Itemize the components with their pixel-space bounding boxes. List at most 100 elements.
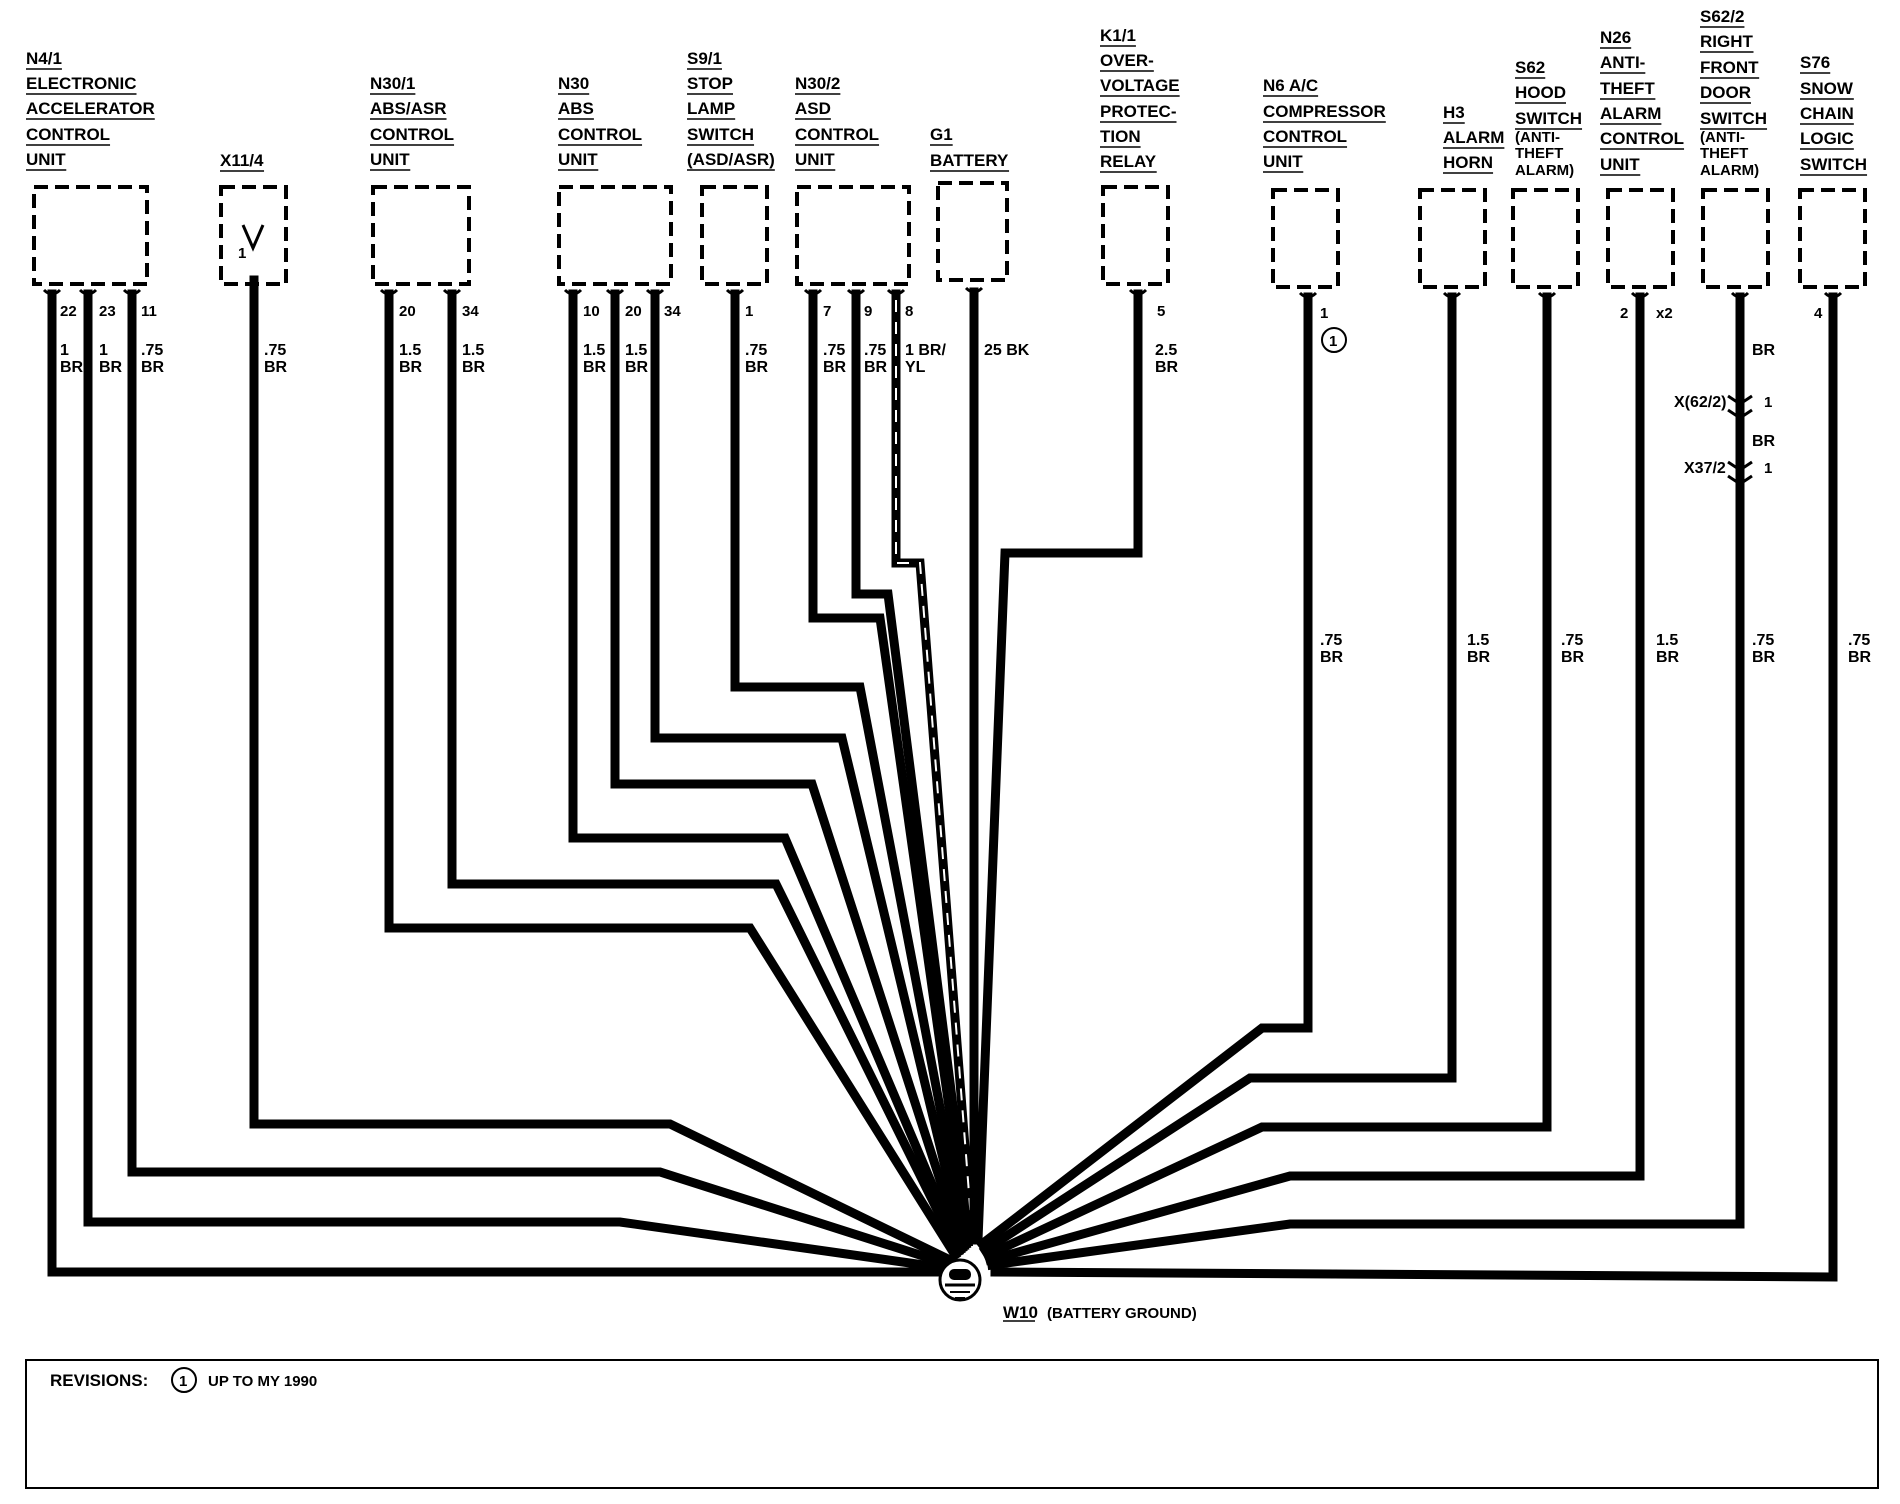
- terminal-mark: [803, 288, 823, 296]
- terminal-mark: [605, 288, 625, 296]
- wire-gauge: .75: [1320, 632, 1342, 649]
- x11-4-pin: 1: [238, 245, 246, 262]
- s62-line-3: SWITCH: [1515, 109, 1582, 128]
- n30-1-line-4: UNIT: [370, 150, 410, 169]
- n30-2-line-2: ASD: [795, 99, 831, 118]
- h3-line-2: ALARM: [1443, 128, 1504, 147]
- pin-label: 20: [399, 303, 416, 320]
- wire-color: BR: [399, 359, 423, 376]
- wire-gauge: .75: [864, 342, 886, 359]
- n6-line-2: COMPRESSOR: [1263, 102, 1386, 121]
- terminal-mark: [1128, 288, 1148, 296]
- s62-sub-2: THEFT: [1515, 145, 1563, 162]
- wire-gauge: .75: [1752, 632, 1774, 649]
- n4-1-line-3: ACCELERATOR: [26, 99, 155, 118]
- wire-gauge: 1 BR/: [905, 342, 946, 359]
- revisions-panel: REVISIONS: 1 UP TO MY 1990: [25, 1359, 1879, 1489]
- terminal-mark: [725, 288, 745, 296]
- revisions-title: REVISIONS:: [50, 1371, 148, 1390]
- n30-2-line-4: UNIT: [795, 150, 835, 169]
- s9-1-line-3: LAMP: [687, 99, 735, 118]
- n30-1-line-1: N30/1: [370, 74, 415, 93]
- component-k1-1-label: K1/1 OVER- VOLTAGE PROTEC- TION RELAY: [1100, 26, 1180, 173]
- revision-marker-number: 1: [1329, 333, 1337, 350]
- pin-label: 2: [1620, 305, 1628, 322]
- s62-sub-1: (ANTI-: [1515, 129, 1560, 146]
- pin-labels: 22 23 11 20 34 10 20 34 1 7 9 8 5 1 2 x2…: [60, 303, 1823, 322]
- wire-n26: [984, 292, 1645, 1266]
- terminal-mark: [1298, 291, 1318, 299]
- wire-s9-1: [730, 289, 972, 1250]
- connector-icon: [1727, 394, 1753, 420]
- n26-box: [1606, 188, 1675, 289]
- k1-1-box: [1101, 185, 1170, 286]
- wire-color: BR: [1320, 649, 1344, 666]
- s9-1-box: [700, 185, 769, 286]
- pin-label: 7: [823, 303, 831, 320]
- terminal-mark: [1442, 291, 1462, 299]
- n30-1-line-3: CONTROL: [370, 125, 454, 144]
- wire-gauge: .75: [745, 342, 767, 359]
- n26-line-6: UNIT: [1600, 155, 1640, 174]
- wire-color: BR: [1752, 433, 1776, 450]
- k1-1-line-3: VOLTAGE: [1100, 76, 1180, 95]
- wire-color: BR: [1752, 342, 1776, 359]
- component-n4-1-label: N4/1 ELECTRONIC ACCELERATOR CONTROL UNIT: [26, 49, 155, 171]
- pin-label: 5: [1157, 303, 1165, 320]
- terminal-mark: [964, 286, 984, 294]
- connector-x62-2-pin: 1: [1764, 394, 1772, 411]
- component-s62-label: S62 HOOD SWITCH (ANTI- THEFT ALARM): [1515, 58, 1583, 179]
- wire-gauge: 2.5: [1155, 342, 1177, 359]
- n30-1-box: [371, 185, 471, 286]
- revision-circle-icon: [1321, 327, 1347, 353]
- s76-line-5: SWITCH: [1800, 155, 1867, 174]
- n4-1-box: [32, 185, 149, 286]
- n26-line-5: CONTROL: [1600, 129, 1684, 148]
- wire-color: BR: [583, 359, 607, 376]
- k1-1-line-1: K1/1: [1100, 26, 1136, 45]
- wire-color: BR: [1155, 359, 1179, 376]
- component-s62-2-label: S62/2 RIGHT FRONT DOOR SWITCH (ANTI- THE…: [1700, 7, 1768, 179]
- x11-4-box: [219, 185, 288, 286]
- wire-n4-1-pin11: [127, 289, 954, 1270]
- revision-circle-icon: [171, 1367, 197, 1393]
- n30-1-line-2: ABS/ASR: [370, 99, 447, 118]
- n4-1-line-5: UNIT: [26, 150, 66, 169]
- component-n26-label: N26 ANTI- THEFT ALARM CONTROL UNIT: [1600, 28, 1685, 176]
- wire-gauge: 1.5: [399, 342, 421, 359]
- wire-gauge: .75: [823, 342, 845, 359]
- terminal-mark: [442, 288, 462, 296]
- revisions-box: [25, 1359, 1879, 1489]
- wire-gauge: 1: [99, 342, 108, 359]
- s76-box: [1798, 188, 1867, 289]
- wire-color: BR: [864, 359, 888, 376]
- n30-line-4: UNIT: [558, 150, 598, 169]
- terminal-mark: [1630, 291, 1650, 299]
- k1-1-line-4: PROTEC-: [1100, 102, 1177, 121]
- pin-label: 34: [462, 303, 479, 320]
- wire-n30-1-pin34: [447, 289, 965, 1259]
- s62-line-1: S62: [1515, 58, 1545, 77]
- pin-label: 8: [905, 303, 913, 320]
- s76-line-2: SNOW: [1800, 79, 1854, 98]
- s62-2-line-1: S62/2: [1700, 7, 1744, 26]
- h3-box: [1418, 188, 1487, 289]
- g1-line-1: G1: [930, 125, 953, 144]
- terminal-mark: [78, 288, 98, 296]
- terminal-mark: [846, 288, 866, 296]
- n26-line-2: ANTI-: [1600, 53, 1645, 72]
- wire-n30-pin34: [650, 289, 970, 1252]
- k1-1-line-5: TION: [1100, 127, 1141, 146]
- wire-s62-2: [986, 292, 1745, 1271]
- g1-line-2: BATTERY: [930, 151, 1009, 170]
- pin-label: 23: [99, 303, 116, 320]
- wire-color: BR: [99, 359, 123, 376]
- connector-x62-2-name: X(62/2): [1674, 394, 1726, 411]
- pin-label: 20: [625, 303, 642, 320]
- revision-marker-n6: 1: [1321, 327, 1347, 353]
- n30-2-line-1: N30/2: [795, 74, 840, 93]
- n30-line-3: CONTROL: [558, 125, 642, 144]
- s9-1-line-1: S9/1: [687, 49, 722, 68]
- wire-n30-pin10: [568, 289, 966, 1256]
- s62-2-line-4: DOOR: [1700, 83, 1751, 102]
